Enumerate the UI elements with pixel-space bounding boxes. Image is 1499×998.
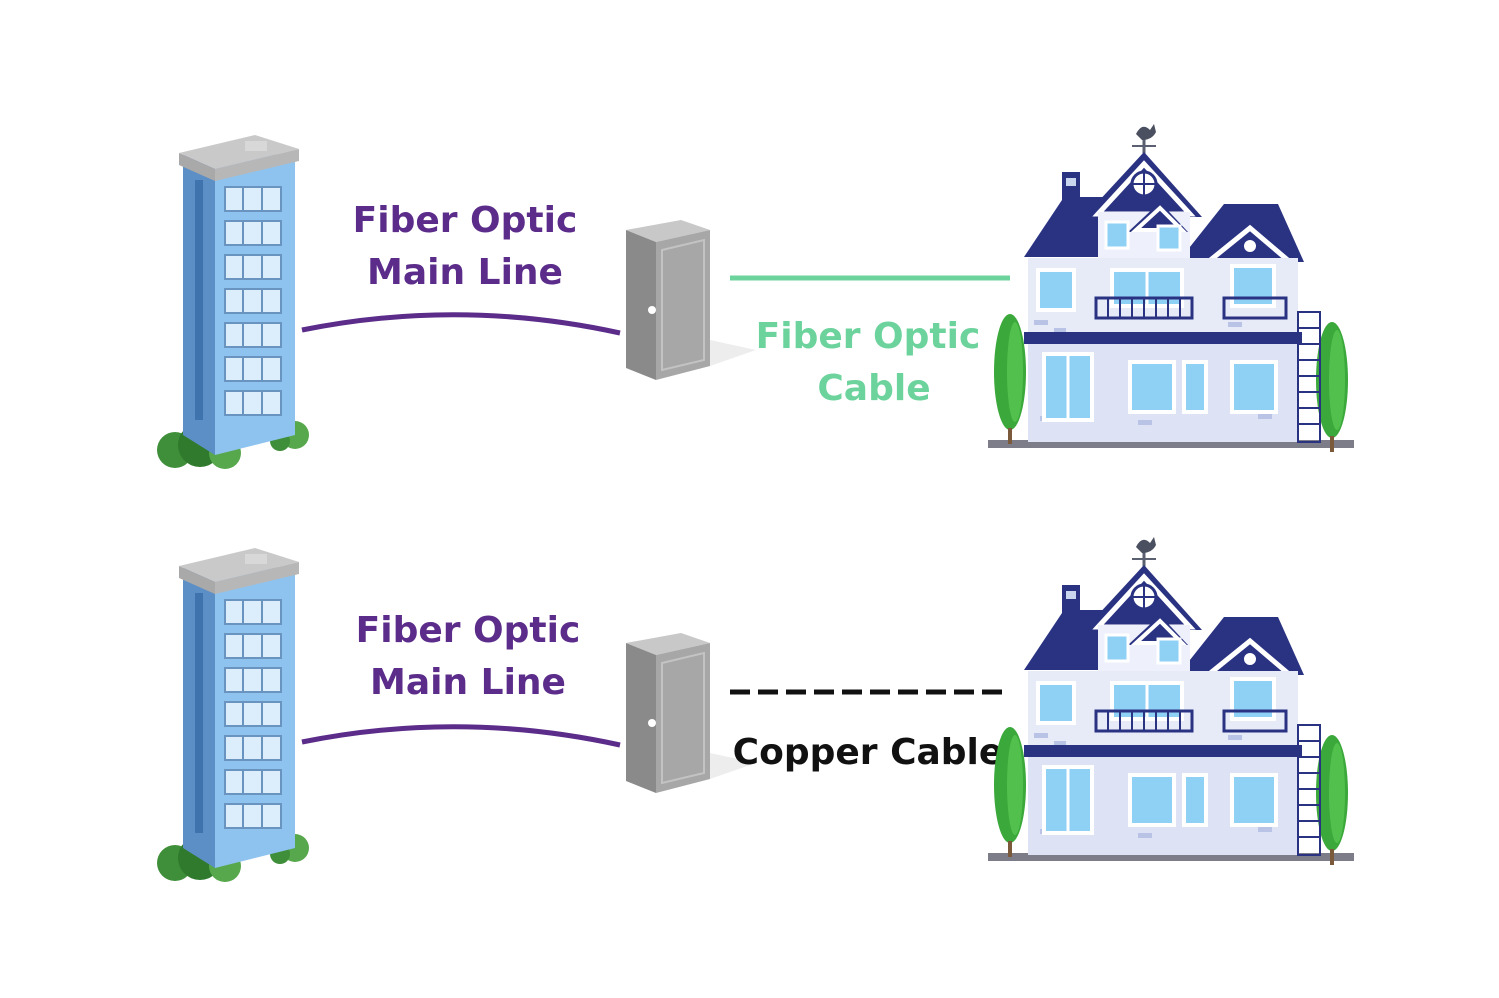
house-icon: [988, 537, 1354, 865]
main-line-label-line1: Fiber Optic: [353, 200, 578, 241]
drop-cable-label-line2: Cable: [817, 368, 930, 409]
main-line-label-line2: Main Line: [370, 662, 566, 703]
main-line-label-line1: Fiber Optic: [356, 610, 581, 651]
main-line-cable: [301, 312, 621, 336]
office-building-icon: [157, 548, 309, 882]
row-copper: Fiber Optic Main Line Copper Cable: [157, 537, 1354, 882]
street-cabinet-icon: [625, 219, 757, 381]
office-building-icon: [157, 135, 309, 469]
main-line-label-line2: Main Line: [367, 252, 563, 293]
drop-cable-label-line1: Copper Cable: [733, 732, 1004, 773]
row-fiber: Fiber Optic Main Line Fiber Optic Cable: [157, 124, 1354, 469]
main-line-cable: [301, 724, 621, 748]
house-icon: [988, 124, 1354, 452]
drop-cable-label-line1: Fiber Optic: [756, 316, 981, 357]
